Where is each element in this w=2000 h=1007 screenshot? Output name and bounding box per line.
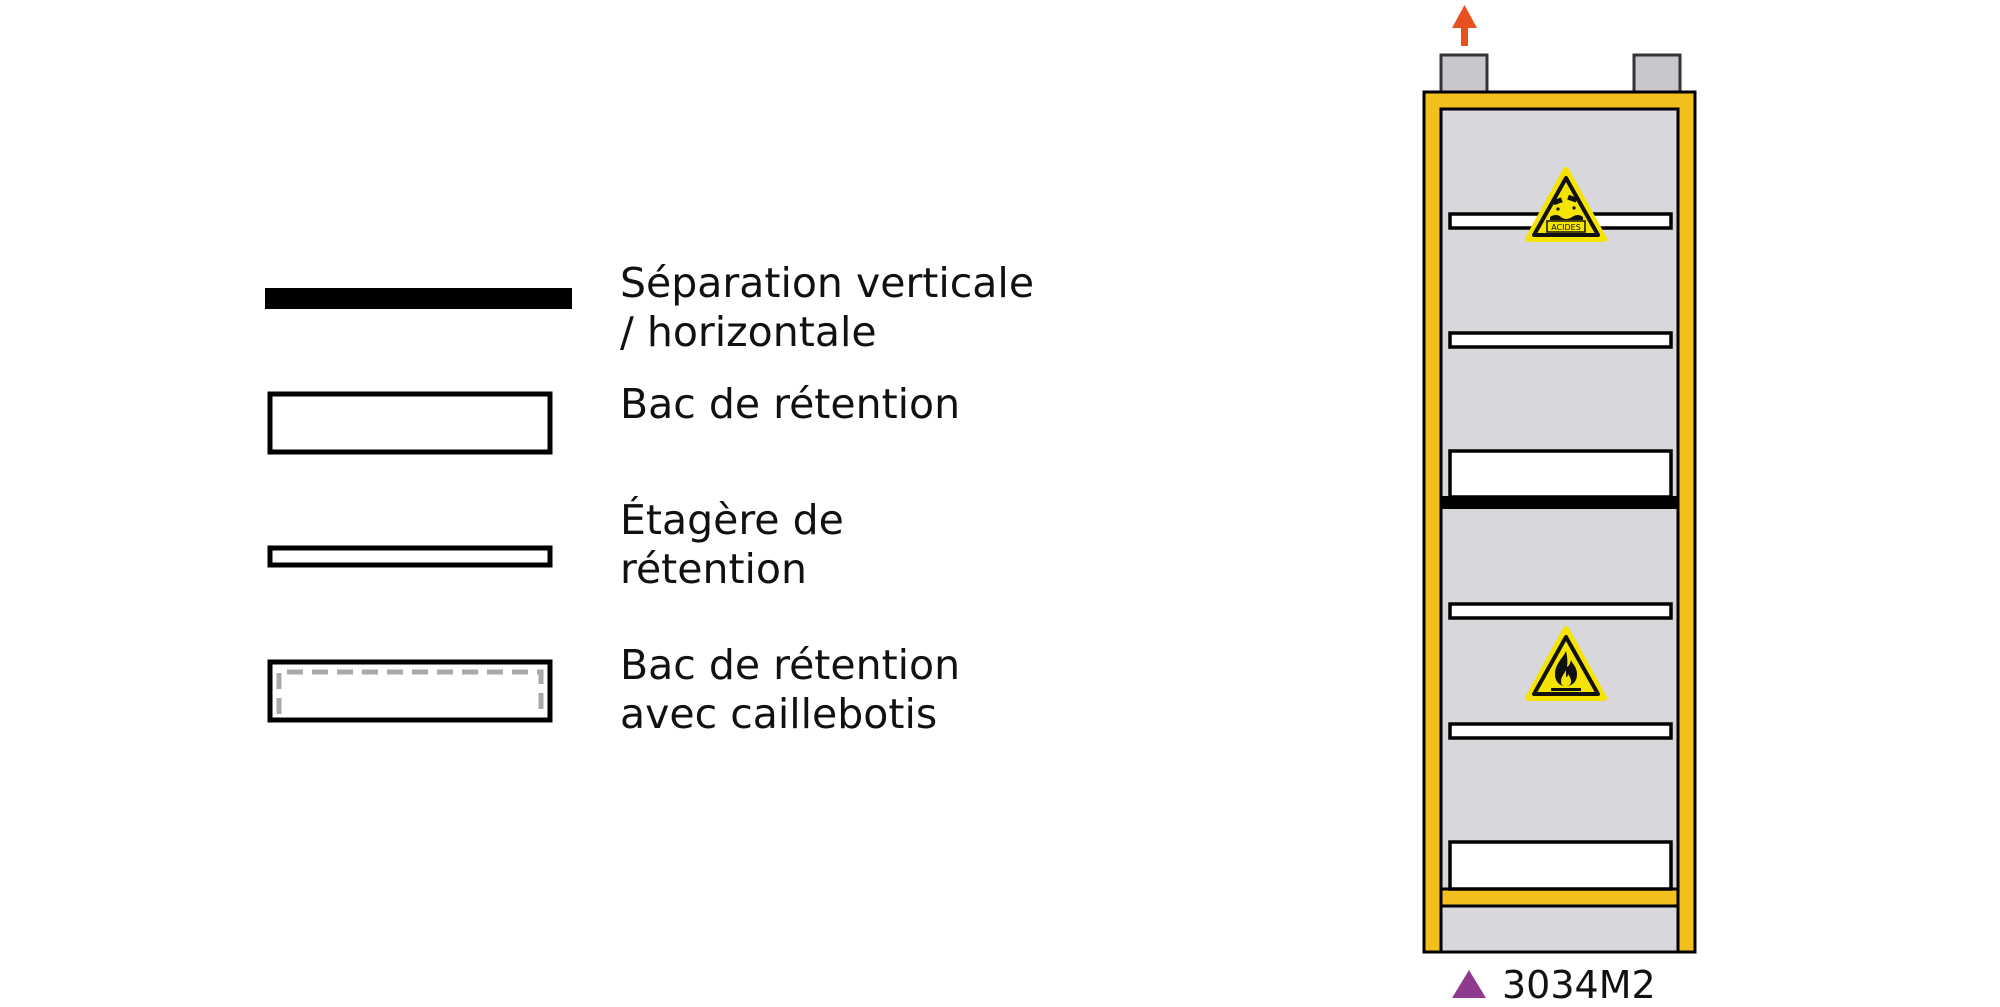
legend-symbols: [265, 288, 572, 723]
shelf-lower-1: [1448, 602, 1673, 620]
model-marker-icon: [1452, 970, 1486, 998]
horizontal-separation: [1441, 496, 1678, 509]
shelf-upper-2: [1448, 331, 1673, 349]
legend-symbol-bac: [267, 391, 553, 455]
acid-warning-icon: ACIDES: [1525, 167, 1607, 242]
legend-label-etagere-line1: Étagère de: [620, 496, 844, 544]
cabinet-model-label: 3034M2: [1502, 963, 1656, 1007]
vent-stub-right: [1632, 53, 1682, 95]
legend-label-separation: Séparation verticale / horizontale: [620, 259, 1034, 357]
legend-symbol-etagere: [267, 545, 553, 568]
legend-label-caillebotis-line2: avec caillebotis: [620, 690, 938, 738]
legend-label-bac: Bac de rétention: [620, 380, 960, 429]
bac-upper: [1448, 449, 1673, 499]
acid-sign-text: ACIDES: [1551, 223, 1581, 232]
shelf-lower-2: [1448, 722, 1673, 740]
legend-label-etagere-line2: rétention: [620, 545, 808, 593]
cabinet-interior: [1439, 107, 1680, 954]
flammable-warning-icon: [1525, 626, 1607, 701]
vent-stub-left: [1439, 53, 1489, 95]
legend-label-separation-line2: / horizontale: [620, 308, 877, 356]
legend-label-etagere: Étagère de rétention: [620, 496, 844, 594]
legend-label-caillebotis-line1: Bac de rétention: [620, 641, 961, 689]
legend-symbol-caillebotis: [267, 659, 553, 723]
exhaust-arrow-icon: [1452, 5, 1477, 46]
bac-lower: [1448, 840, 1673, 891]
legend-symbol-separation: [265, 288, 572, 309]
legend-label-caillebotis: Bac de rétention avec caillebotis: [620, 641, 960, 739]
safety-cabinet: ACIDES: [1422, 5, 1697, 954]
cabinet-base-bar: [1439, 887, 1680, 908]
legend-label-bac-line1: Bac de rétention: [620, 380, 961, 428]
legend-label-separation-line1: Séparation verticale: [620, 259, 1035, 307]
